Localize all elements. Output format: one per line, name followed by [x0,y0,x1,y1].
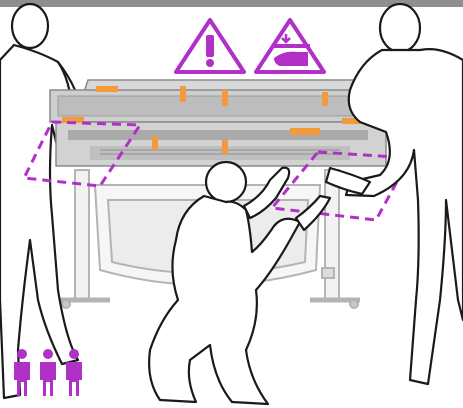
hand-crush-hazard-icon [256,20,324,72]
three-people-icon [14,349,82,396]
warning-icon [176,20,244,72]
right-person [326,4,463,384]
